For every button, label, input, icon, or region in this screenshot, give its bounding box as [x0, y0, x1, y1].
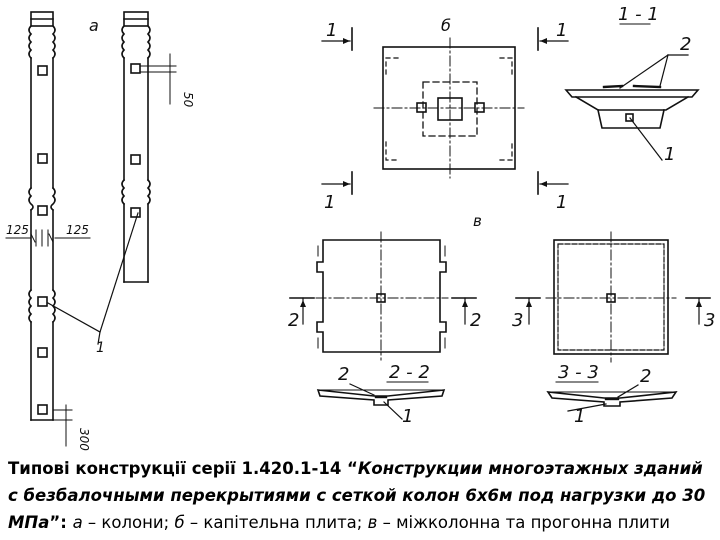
section-2-2-label-1: 1 [402, 406, 413, 427]
section-3-3-label-1: 1 [574, 406, 585, 427]
section-2-2-title: 2 - 2 [389, 362, 430, 383]
dim-125-right: 125 [66, 223, 89, 237]
part-v-label: в [473, 212, 482, 230]
dim-50: 50 [181, 92, 195, 108]
column-right [121, 11, 151, 283]
section-3-3 [546, 381, 678, 412]
capital-plate-plan [373, 37, 525, 179]
caption-a-text: – колони; [82, 513, 175, 532]
caption-title: Конструкции многоэтажных зданий с безбал… [8, 459, 706, 532]
caption-v-letter: в [367, 513, 378, 532]
section-3-right: 3 [704, 310, 715, 331]
caption-lead: Типові конструкції серії 1.420.1-14 “ [8, 459, 358, 478]
section-2-right: 2 [470, 310, 481, 331]
dim-300: 300 [77, 428, 91, 451]
dim-125-left: 125 [6, 223, 29, 237]
caption-b-text: – капітельна плита; [184, 513, 368, 532]
section-2-2-label-2: 2 [338, 364, 349, 385]
section-2-2 [316, 381, 446, 420]
section-1-1-label-2: 2 [680, 34, 691, 55]
section-1-1-label-1: 1 [664, 144, 675, 165]
inter-column-plate-plan [315, 231, 449, 361]
column-left [28, 11, 56, 421]
section-1-1 [564, 23, 700, 161]
figure-caption: Типові конструкції серії 1.420.1-14 “Кон… [8, 455, 714, 536]
caption-v-text: – міжколонна та прогонна плити [377, 513, 671, 532]
part-a-label: а [89, 16, 99, 35]
section-1-top-right: 1 [556, 20, 567, 41]
section-1-bottom-right: 1 [556, 192, 567, 213]
section-3-3-label-2: 2 [640, 366, 651, 387]
part-b-label: б [441, 16, 451, 35]
leader-1-label: 1 [96, 340, 105, 356]
caption-a-letter: а [72, 513, 83, 532]
section-3-3-title: 3 - 3 [558, 362, 599, 383]
section-2-left: 2 [288, 310, 299, 331]
caption-tail: ”: [49, 513, 73, 532]
caption-b-letter: б [174, 513, 185, 532]
section-1-top-left: 1 [326, 20, 337, 41]
section-3-left: 3 [512, 310, 523, 331]
technical-drawing: а б в 125 125 50 300 1 1 1 1 1 1 - 1 2 1… [5, 4, 715, 451]
girder-plate-plan [545, 231, 677, 363]
section-1-bottom-left: 1 [324, 192, 335, 213]
section-1-1-title: 1 - 1 [618, 4, 659, 25]
